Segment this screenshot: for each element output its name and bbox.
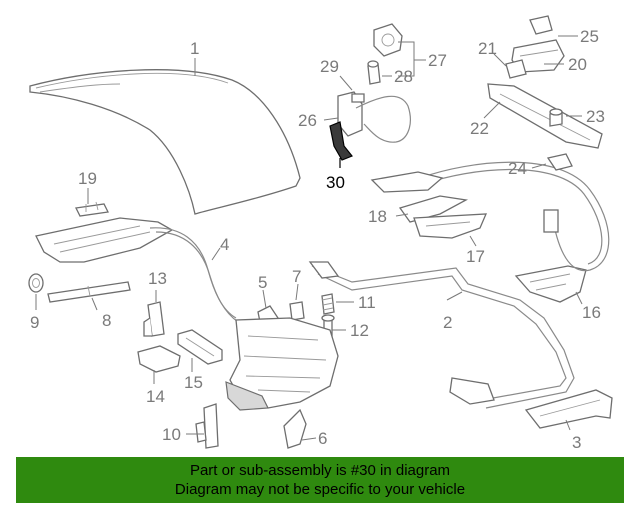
callout-16: 16 (582, 303, 601, 322)
callout-20: 20 (568, 55, 587, 74)
callout-24: 24 (508, 159, 527, 178)
gas-strut-8 (47, 281, 131, 303)
callout-2: 2 (443, 313, 452, 332)
callout-7: 7 (292, 267, 301, 286)
button-24 (546, 153, 573, 171)
callout-9: 9 (30, 313, 39, 332)
callout-3: 3 (572, 433, 581, 452)
callout-23: 23 (586, 107, 605, 126)
bracket-13 (143, 301, 165, 337)
bracket-10 (195, 403, 219, 449)
callout-8: 8 (102, 311, 111, 330)
bracket-7 (289, 301, 305, 321)
main-frame-2 (308, 261, 575, 409)
frame-assembly-left (35, 217, 239, 323)
highlighted-bracket-30 (329, 121, 353, 161)
callout-29: 29 (320, 57, 339, 76)
main-hinge-mechanism (225, 317, 339, 411)
panel-top (370, 171, 444, 193)
callout-19: 19 (78, 169, 97, 188)
callout-27: 27 (428, 51, 447, 70)
callout-15: 15 (184, 373, 203, 392)
callout-labels: 1 2 3 4 5 6 7 8 9 10 11 12 13 14 15 16 1… (30, 27, 605, 452)
trim-17 (413, 213, 488, 239)
clip-23 (549, 108, 563, 127)
callout-30-highlighted: 30 (326, 173, 345, 192)
callout-17: 17 (466, 247, 485, 266)
bracket-6 (283, 408, 307, 449)
info-banner: Part or sub-assembly is #30 in diagram D… (16, 457, 624, 503)
rail-3 (524, 389, 613, 429)
callout-11: 11 (358, 293, 376, 312)
banner-line-1: Part or sub-assembly is #30 in diagram (189, 462, 451, 479)
strip-22 (487, 83, 603, 149)
callout-18: 18 (368, 207, 387, 226)
cover-16 (514, 265, 587, 303)
callout-28: 28 (394, 67, 413, 86)
clip-25 (529, 15, 553, 35)
bar-15 (177, 329, 223, 365)
cable-loop (419, 161, 610, 272)
clip-19 (75, 201, 109, 217)
roof-panel (29, 69, 301, 215)
clip-21 (505, 59, 527, 79)
callout-21: 21 (478, 39, 497, 58)
trim-18 (398, 195, 469, 223)
callout-13: 13 (148, 269, 167, 288)
callout-14: 14 (146, 387, 165, 406)
latch-assembly (337, 91, 411, 143)
callout-25: 25 (580, 27, 599, 46)
grommet-9 (28, 273, 44, 293)
callout-26: 26 (298, 111, 317, 130)
bulb-28 (367, 60, 381, 85)
callout-6: 6 (318, 429, 327, 448)
switch-27 (373, 23, 403, 57)
callout-1: 1 (190, 39, 199, 58)
callout-4: 4 (220, 235, 229, 254)
callout-5: 5 (258, 273, 267, 292)
callout-12: 12 (350, 321, 369, 340)
banner-line-2: Diagram may not be specific to your vehi… (174, 481, 466, 498)
leader-lines (35, 35, 583, 441)
callout-10: 10 (162, 425, 181, 444)
spring-11 (321, 293, 335, 315)
callout-22: 22 (470, 119, 489, 138)
plate-14 (137, 345, 181, 373)
